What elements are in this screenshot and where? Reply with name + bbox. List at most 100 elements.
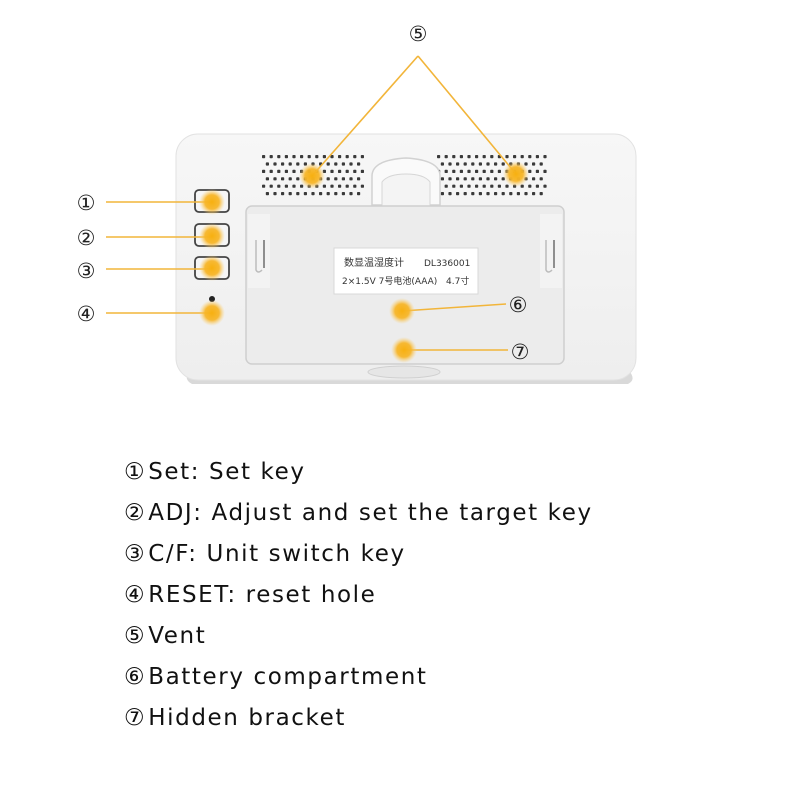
callout-2: ② — [77, 226, 96, 250]
vent-hole — [535, 184, 539, 188]
callout-numbers: ① ② ③ ④ ⑤ ⑥ ⑦ — [77, 22, 530, 364]
vent-hole — [478, 162, 482, 166]
vent-hole — [471, 177, 475, 181]
vent-hole — [277, 169, 281, 173]
vent-hole — [459, 155, 463, 159]
vent-hole — [315, 155, 319, 159]
vent-hole — [440, 192, 444, 196]
device-back-diagram: 数显温湿度计 DL336001 2×1.5V 7号电池(AAA) 4.7寸 ① — [77, 22, 637, 384]
vent-hole — [524, 162, 528, 166]
vent-hole — [353, 184, 357, 188]
vent-hole — [471, 162, 475, 166]
vent-hole — [360, 184, 364, 188]
vent-hole — [281, 177, 285, 181]
vent-hole — [326, 192, 330, 196]
vent-hole — [501, 162, 505, 166]
label-screen-size: 4.7寸 — [446, 275, 469, 287]
legend-number: ⑦ — [124, 705, 147, 731]
vent-hole — [539, 177, 543, 181]
vent-hole — [311, 192, 315, 196]
vent-hole — [452, 184, 456, 188]
vent-hole — [463, 177, 467, 181]
vent-hole — [459, 184, 463, 188]
vent-hole — [535, 155, 539, 159]
vent-hole — [273, 162, 277, 166]
vent-hole — [281, 162, 285, 166]
vent-hole — [360, 169, 364, 173]
vent-hole — [509, 192, 513, 196]
vent-hole — [307, 155, 311, 159]
vent-hole — [296, 162, 300, 166]
vent-hole — [486, 192, 490, 196]
vent-hole — [482, 155, 486, 159]
vent-hole — [490, 169, 494, 173]
vent-hole — [440, 162, 444, 166]
callout-lines — [106, 55, 517, 351]
vent-hole — [273, 177, 277, 181]
vent-hole — [478, 177, 482, 181]
legend-item-vent: ⑤Vent — [124, 616, 593, 657]
vent-hole — [494, 192, 498, 196]
vent-hole — [463, 192, 467, 196]
label-battery-spec: 2×1.5V 7号电池(AAA) — [342, 275, 437, 287]
legend-number: ① — [124, 459, 147, 485]
vent-grille-left — [262, 155, 364, 196]
legend-item-reset: ④RESET: reset hole — [124, 575, 593, 616]
vent-hole — [296, 192, 300, 196]
stand-hinge — [371, 157, 441, 213]
vent-hole — [338, 169, 342, 173]
callout-4: ④ — [77, 302, 96, 326]
vent-hole — [284, 184, 288, 188]
vent-hole — [524, 192, 528, 196]
marker-dot-5b — [503, 161, 529, 187]
vent-hole — [543, 155, 547, 159]
vent-hole — [269, 184, 273, 188]
vent-hole — [456, 192, 460, 196]
vent-hole — [505, 155, 509, 159]
vent-hole — [296, 177, 300, 181]
vent-hole — [265, 177, 269, 181]
vent-hole — [440, 177, 444, 181]
vent-hole — [475, 184, 479, 188]
vent-hole — [482, 184, 486, 188]
marker-dot-5a — [299, 163, 325, 189]
vent-hole — [543, 169, 547, 173]
vent-hole — [349, 162, 353, 166]
vent-hole — [535, 169, 539, 173]
vent-hole — [292, 169, 296, 173]
callout-1: ① — [77, 191, 96, 215]
vent-hole — [269, 155, 273, 159]
highlight-markers — [199, 161, 529, 363]
vent-hole — [520, 155, 524, 159]
vent-hole — [284, 155, 288, 159]
vent-hole — [273, 192, 277, 196]
legend-number: ③ — [124, 541, 147, 567]
vent-hole — [349, 177, 353, 181]
vent-hole — [528, 184, 532, 188]
vent-hole — [300, 184, 304, 188]
vent-hole — [471, 192, 475, 196]
vent-hole — [444, 169, 448, 173]
legend-item-battery: ⑥Battery compartment — [124, 657, 593, 698]
vent-hole — [281, 192, 285, 196]
legend-item-set: ①Set: Set key — [124, 452, 593, 493]
legend-item-adj: ②ADJ: Adjust and set the target key — [124, 493, 593, 534]
legend-text: ADJ: Adjust and set the target key — [148, 500, 593, 526]
vent-hole — [444, 155, 448, 159]
vent-hole — [334, 177, 338, 181]
label-product-name: 数显温湿度计 — [344, 256, 404, 269]
vent-hole — [482, 169, 486, 173]
vent-hole — [528, 169, 532, 173]
vent-hole — [345, 155, 349, 159]
callout-5: ⑤ — [409, 22, 428, 46]
vent-hole — [452, 155, 456, 159]
marker-dot-4 — [199, 300, 225, 326]
vent-hole — [288, 177, 292, 181]
legend-text: RESET: reset hole — [148, 582, 377, 608]
vent-hole — [505, 184, 509, 188]
vent-hole — [341, 177, 345, 181]
vent-hole — [467, 184, 471, 188]
vent-hole — [353, 155, 357, 159]
vent-hole — [459, 169, 463, 173]
vent-hole — [262, 169, 266, 173]
